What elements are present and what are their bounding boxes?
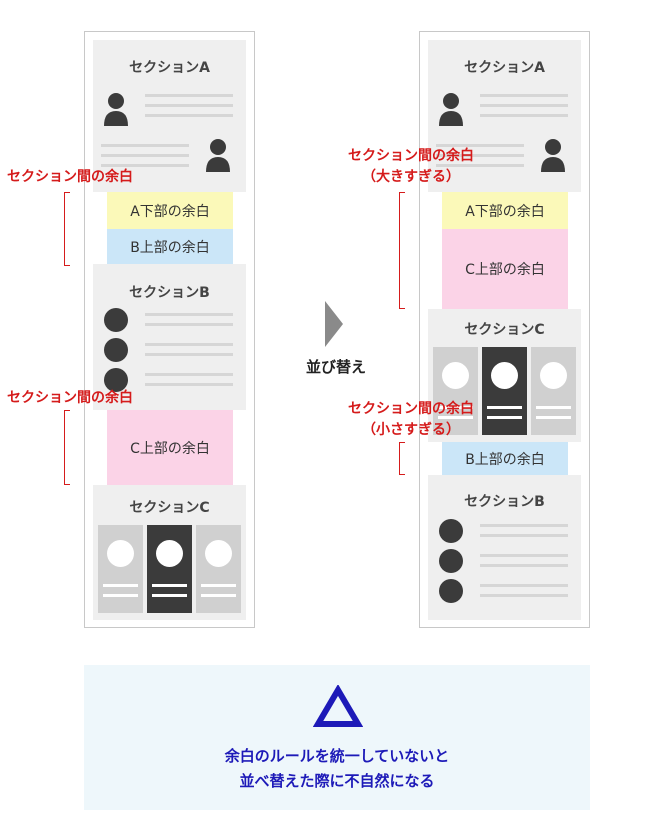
text-line	[101, 144, 189, 147]
right-annotation-1-line2: （大きすぎる）	[362, 169, 460, 185]
conclusion-line-2: 並べ替えた際に不自然になる	[239, 772, 435, 790]
text-line	[480, 584, 568, 587]
card-text-bar	[201, 594, 236, 597]
person-icon	[206, 139, 230, 172]
right-annotation-2-line1: セクション間の余白	[348, 401, 474, 417]
card-image-circle	[540, 362, 567, 389]
left-annotation-2: セクション間の余白	[7, 390, 133, 406]
text-line	[145, 114, 233, 117]
card-dark	[147, 525, 192, 613]
person-icon	[439, 93, 463, 126]
right-bracket-1	[399, 192, 405, 309]
card-text-bar	[438, 416, 473, 419]
card-text-bar	[103, 584, 138, 587]
left-section-b-title: セクションB	[129, 285, 210, 301]
left-margin-c-top: C上部の余白	[107, 410, 233, 485]
left-margin-b-top: B上部の余白	[107, 229, 233, 264]
right-section-a: セクションA	[428, 40, 581, 192]
text-line	[436, 144, 524, 147]
text-line	[145, 383, 233, 386]
card-text-bar	[536, 406, 571, 409]
triangle-icon	[313, 685, 363, 727]
dot-icon	[439, 519, 463, 543]
person-icon	[541, 139, 565, 172]
dot-icon	[104, 368, 128, 392]
card-image-circle	[491, 362, 518, 389]
text-line	[145, 353, 233, 356]
text-line	[145, 323, 233, 326]
text-line	[145, 343, 233, 346]
left-annotation-1: セクション間の余白	[7, 169, 133, 185]
arrow-label: 並び替え	[305, 358, 366, 376]
left-section-c-title: セクションC	[129, 500, 210, 516]
card-gray	[98, 525, 143, 613]
right-annotation-2-line2: （小さすぎる）	[362, 422, 460, 438]
text-line	[480, 114, 568, 117]
left-section-c: セクションC	[93, 485, 246, 620]
text-line	[101, 154, 189, 157]
text-line	[480, 564, 568, 567]
left-margin-a-bottom: A下部の余白	[107, 192, 233, 229]
text-line	[480, 554, 568, 557]
card-text-bar	[536, 416, 571, 419]
dot-icon	[104, 338, 128, 362]
card-image-circle	[205, 540, 232, 567]
text-line	[480, 524, 568, 527]
card-text-bar	[103, 594, 138, 597]
dot-icon	[439, 579, 463, 603]
dot-icon	[104, 308, 128, 332]
card-text-bar	[201, 584, 236, 587]
card-text-bar	[487, 406, 522, 409]
text-line	[480, 104, 568, 107]
right-margin-c-top: C上部の余白	[442, 229, 568, 309]
right-section-c-title: セクションC	[464, 322, 545, 338]
card-text-bar	[152, 594, 187, 597]
arrow-right-icon	[325, 301, 343, 347]
text-line	[436, 164, 524, 167]
card-text-bar	[438, 406, 473, 409]
text-line	[480, 94, 568, 97]
conclusion-line-1: 余白のルールを統一していないと	[224, 747, 450, 765]
left-bracket-1	[64, 192, 70, 266]
right-section-b-title: セクションB	[464, 494, 545, 510]
dot-icon	[439, 549, 463, 573]
text-line	[480, 594, 568, 597]
text-line	[480, 534, 568, 537]
right-annotation-1-line1: セクション間の余白	[348, 148, 474, 164]
card-image-circle	[442, 362, 469, 389]
card-gray	[531, 347, 576, 435]
card-image-circle	[156, 540, 183, 567]
person-icon	[104, 93, 128, 126]
right-section-a-title: セクションA	[464, 60, 545, 76]
text-line	[145, 104, 233, 107]
card-dark	[482, 347, 527, 435]
left-bracket-2	[64, 410, 70, 485]
right-section-b: セクションB	[428, 475, 581, 620]
card-image-circle	[107, 540, 134, 567]
right-bracket-2	[399, 442, 405, 475]
text-line	[145, 313, 233, 316]
text-line	[145, 94, 233, 97]
conclusion-panel: 余白のルールを統一していないと 並べ替えた際に不自然になる	[84, 665, 590, 810]
left-section-b: セクションB	[93, 264, 246, 410]
card-text-bar	[487, 416, 522, 419]
card-gray	[196, 525, 241, 613]
text-line	[145, 373, 233, 376]
card-text-bar	[152, 584, 187, 587]
text-line	[436, 154, 524, 157]
right-section-c: セクションC	[428, 309, 581, 442]
right-margin-a-bottom: A下部の余白	[442, 192, 568, 229]
text-line	[101, 164, 189, 167]
right-margin-b-top: B上部の余白	[442, 442, 568, 475]
card-gray	[433, 347, 478, 435]
left-section-a-title: セクションA	[129, 60, 210, 76]
left-section-a: セクションA	[93, 40, 246, 192]
